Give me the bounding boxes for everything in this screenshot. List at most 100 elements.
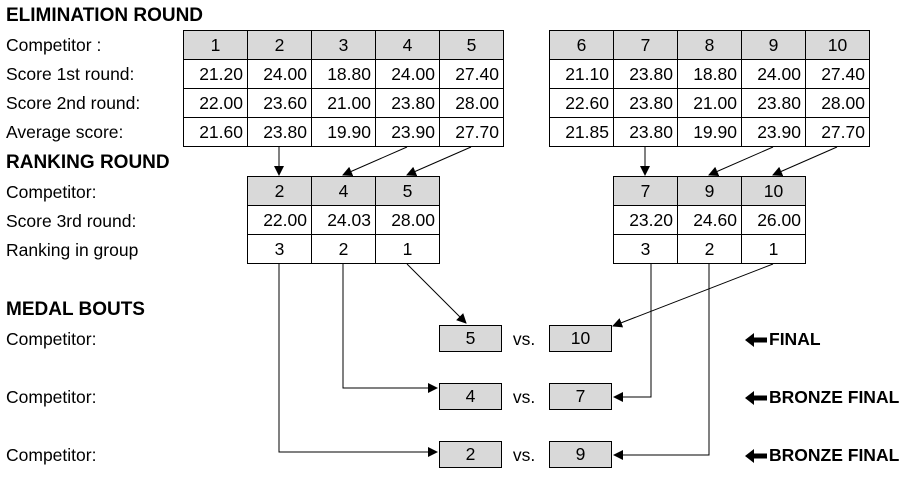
ranking-label-score3: Score 3rd round: bbox=[6, 211, 137, 231]
competitor-cell: 4 bbox=[375, 30, 440, 60]
score1-cell: 27.40 bbox=[805, 59, 870, 89]
score3-cell: 22.00 bbox=[247, 205, 312, 235]
competitor-cell: 2 bbox=[247, 30, 312, 60]
competitor-cell: 5 bbox=[375, 176, 440, 206]
arrow-rank-5-to-final bbox=[406, 263, 467, 324]
elimination-table-group-b: 6 7 8 9 10 21.10 23.80 18.80 24.00 27.40… bbox=[549, 30, 870, 147]
average-cell: 21.85 bbox=[549, 117, 614, 147]
elimination-round-heading: ELIMINATION ROUND bbox=[6, 5, 204, 26]
elimination-label-score1: Score 1st round: bbox=[6, 64, 135, 84]
score1-cell: 24.00 bbox=[247, 59, 312, 89]
score1-cell: 21.10 bbox=[549, 59, 614, 89]
score3-cell: 24.60 bbox=[677, 205, 742, 235]
elimination-table-group-a: 1 2 3 4 5 21.20 24.00 18.80 24.00 27.40 … bbox=[183, 30, 504, 147]
bronze-final-tag-label: BRONZE FINAL bbox=[769, 445, 900, 465]
arrow-elim-5-to-rank bbox=[406, 146, 472, 176]
score1-cell: 18.80 bbox=[311, 59, 376, 89]
vs-label: vs. bbox=[512, 445, 536, 465]
competitor-cell: 1 bbox=[183, 30, 248, 60]
rank-cell: 1 bbox=[375, 234, 440, 264]
ranking-round-heading: RANKING ROUND bbox=[6, 152, 170, 173]
arrow-elim-9-to-rank bbox=[708, 146, 774, 176]
average-cell: 21.60 bbox=[183, 117, 248, 147]
arrow-left-icon bbox=[745, 332, 767, 347]
arrow-rank-7-to-bronze bbox=[613, 264, 652, 402]
arrow-rank-10-to-final bbox=[612, 263, 774, 328]
rank-cell: 1 bbox=[741, 234, 806, 264]
score3-cell: 23.20 bbox=[613, 205, 678, 235]
average-cell: 23.90 bbox=[375, 117, 440, 147]
competitor-cell: 6 bbox=[549, 30, 614, 60]
score1-cell: 27.40 bbox=[439, 59, 504, 89]
arrow-left-icon bbox=[745, 448, 767, 463]
score1-cell: 24.00 bbox=[375, 59, 440, 89]
score2-cell: 23.80 bbox=[613, 88, 678, 118]
medal-label-competitor: Competitor: bbox=[6, 329, 97, 349]
competitor-cell: 10 bbox=[805, 30, 870, 60]
average-cell: 23.80 bbox=[613, 117, 678, 147]
competitor-cell: 10 bbox=[741, 176, 806, 206]
final-tag-label: FINAL bbox=[769, 329, 821, 349]
average-cell: 27.70 bbox=[805, 117, 870, 147]
arrow-elim-4-to-rank bbox=[342, 146, 408, 176]
bronze-final-1-left-box: 4 bbox=[439, 383, 502, 410]
bronze-final-tag: BRONZE FINAL bbox=[745, 387, 899, 408]
bronze-final-2-right-box: 9 bbox=[549, 441, 612, 468]
arrow-rank-4-to-bronze bbox=[342, 264, 438, 393]
elimination-label-average: Average score: bbox=[6, 122, 124, 142]
arrow-rank-2-to-bronze bbox=[278, 264, 438, 457]
final-tag: FINAL bbox=[745, 329, 821, 350]
competitor-cell: 3 bbox=[311, 30, 376, 60]
competitor-cell: 2 bbox=[247, 176, 312, 206]
average-cell: 19.90 bbox=[677, 117, 742, 147]
rank-cell: 3 bbox=[247, 234, 312, 264]
score2-cell: 22.00 bbox=[183, 88, 248, 118]
competitor-cell: 7 bbox=[613, 30, 678, 60]
score1-cell: 23.80 bbox=[613, 59, 678, 89]
vs-label: vs. bbox=[512, 387, 536, 407]
medal-label-competitor: Competitor: bbox=[6, 445, 97, 465]
score2-cell: 28.00 bbox=[805, 88, 870, 118]
rank-cell: 2 bbox=[677, 234, 742, 264]
ranking-table-group-b: 7 9 10 23.20 24.60 26.00 3 2 1 bbox=[613, 176, 806, 264]
score3-cell: 28.00 bbox=[375, 205, 440, 235]
competitor-cell: 9 bbox=[741, 30, 806, 60]
score1-cell: 21.20 bbox=[183, 59, 248, 89]
bronze-final-tag-label: BRONZE FINAL bbox=[769, 387, 900, 407]
score2-cell: 28.00 bbox=[439, 88, 504, 118]
final-right-box: 10 bbox=[549, 325, 612, 352]
medal-label-competitor: Competitor: bbox=[6, 387, 97, 407]
ranking-label-competitor: Competitor: bbox=[6, 182, 97, 202]
score2-cell: 23.80 bbox=[741, 88, 806, 118]
final-left-box: 5 bbox=[439, 325, 502, 352]
score2-cell: 23.60 bbox=[247, 88, 312, 118]
elimination-label-score2: Score 2nd round: bbox=[6, 93, 141, 113]
score1-cell: 24.00 bbox=[741, 59, 806, 89]
medal-bouts-heading: MEDAL BOUTS bbox=[6, 299, 145, 320]
score3-cell: 24.03 bbox=[311, 205, 376, 235]
score3-cell: 26.00 bbox=[741, 205, 806, 235]
competitor-cell: 9 bbox=[677, 176, 742, 206]
average-cell: 23.80 bbox=[247, 117, 312, 147]
rank-cell: 2 bbox=[311, 234, 376, 264]
vs-label: vs. bbox=[512, 329, 536, 349]
arrow-left-icon bbox=[745, 390, 767, 405]
competitor-cell: 7 bbox=[613, 176, 678, 206]
score2-cell: 21.00 bbox=[311, 88, 376, 118]
ranking-label-rank: Ranking in group bbox=[6, 240, 139, 260]
score2-cell: 23.80 bbox=[375, 88, 440, 118]
arrow-rank-9-to-bronze bbox=[613, 264, 710, 460]
competitor-cell: 8 bbox=[677, 30, 742, 60]
ranking-table-group-a: 2 4 5 22.00 24.03 28.00 3 2 1 bbox=[247, 176, 440, 264]
competitor-cell: 5 bbox=[439, 30, 504, 60]
score2-cell: 21.00 bbox=[677, 88, 742, 118]
rank-cell: 3 bbox=[613, 234, 678, 264]
score1-cell: 18.80 bbox=[677, 59, 742, 89]
score2-cell: 22.60 bbox=[549, 88, 614, 118]
competitor-cell: 4 bbox=[311, 176, 376, 206]
average-cell: 27.70 bbox=[439, 117, 504, 147]
bronze-final-1-right-box: 7 bbox=[549, 383, 612, 410]
bronze-final-tag: BRONZE FINAL bbox=[745, 445, 899, 466]
elimination-label-competitor: Competitor : bbox=[6, 35, 102, 55]
arrow-elim-10-to-rank bbox=[772, 146, 838, 176]
